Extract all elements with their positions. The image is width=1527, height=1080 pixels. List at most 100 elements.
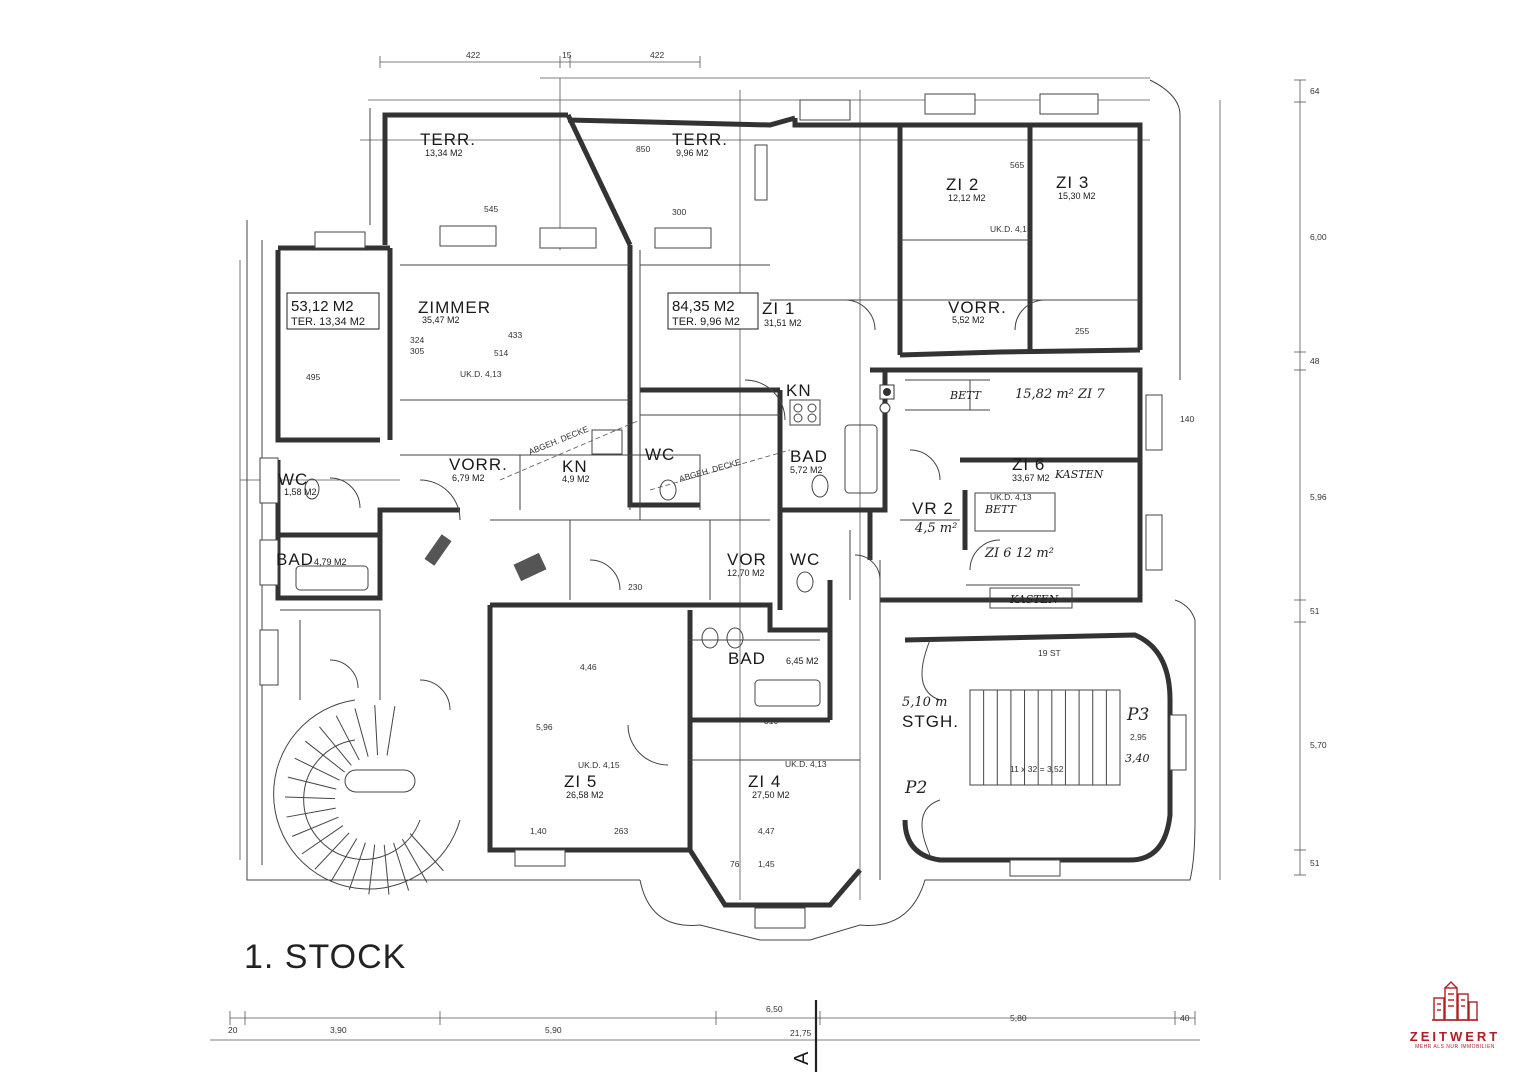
- dim-inner: 140: [1180, 414, 1194, 424]
- room-name: WC: [278, 470, 308, 489]
- room-area: 9,96 M2: [676, 148, 709, 158]
- dim-inner: 1,40: [530, 826, 547, 836]
- dim-inner: 4,47: [758, 826, 775, 836]
- room-area: 6,79 M2: [452, 473, 485, 483]
- ceiling-step-lines: [499, 419, 791, 491]
- company-logo: ZEITWERT MEHR ALS NUR IMMOBILIEN: [1405, 980, 1505, 1050]
- dim-inner: 545: [484, 204, 498, 214]
- dim-inner: 324: [410, 335, 424, 345]
- handwritten-bett: BETT: [984, 503, 1018, 516]
- handwritten-kasten: KASTEN: [1054, 468, 1104, 481]
- dim-inner: 565: [1010, 160, 1024, 170]
- room-name: ZI 1: [762, 299, 795, 318]
- room-name: ZI 6: [1012, 455, 1045, 474]
- unit-total-area: 84,35 M2: [672, 298, 735, 315]
- room-note: UK.D. 4,15: [578, 760, 620, 770]
- handwritten-zi6: ZI 6 12 m²: [984, 546, 1054, 561]
- spiral-staircase: [273, 699, 461, 895]
- dim-inner: 19 ST: [1038, 648, 1061, 658]
- room-area: 15,30 M2: [1058, 191, 1096, 201]
- handwritten-p3: P3: [1126, 705, 1149, 725]
- room-name: KN: [562, 457, 588, 476]
- dim-inner: 495: [306, 372, 320, 382]
- dim-inner: 76: [730, 859, 740, 869]
- dim-right: 51: [1310, 858, 1320, 868]
- room-area: 5,72 M2: [790, 465, 823, 475]
- dim-top: 422: [466, 50, 480, 60]
- dim-top: 422: [650, 50, 664, 60]
- room-name: ZI 5: [564, 772, 597, 791]
- room-area: 5,52 M2: [952, 315, 985, 325]
- room-name: ZI 4: [748, 772, 781, 791]
- room-name: ZIMMER: [418, 298, 491, 317]
- room-name: BAD: [728, 649, 766, 668]
- dim-top: 15: [562, 50, 572, 60]
- dim-right: 6,00: [1310, 232, 1327, 242]
- floor-title: 1. STOCK: [244, 938, 407, 976]
- dim-right: 5,96: [1310, 492, 1327, 502]
- dim-inner: 850: [636, 144, 650, 154]
- room-name: VORR.: [948, 298, 1007, 317]
- main-staircase: [921, 639, 1121, 856]
- unit-box-mid: 84,35 M2 TER. 9,96 M2: [667, 292, 759, 330]
- room-name: VOR: [727, 550, 767, 569]
- unit-terrace-area: TER. 9,96 M2: [672, 316, 740, 328]
- unit-box-left: 53,12 M2 TER. 13,34 M2: [286, 292, 380, 330]
- dim-bottom: 6,50: [766, 1004, 783, 1014]
- dim-inner: 4,46: [580, 662, 597, 672]
- fixtures: [295, 384, 895, 707]
- dim-right: 48: [1310, 356, 1320, 366]
- dim-inner: 263: [614, 826, 628, 836]
- room-note: UK.D. 4,13: [990, 492, 1032, 502]
- dim-inner: 255: [1075, 326, 1089, 336]
- outline-lines: [246, 79, 1196, 941]
- room-labels: TERR. 13,34 M2 TERR. 9,96 M2 ZIMMER 35,4…: [276, 130, 1096, 800]
- room-area: 4,79 M2: [314, 557, 347, 567]
- room-area: 12,12 M2: [948, 193, 986, 203]
- dimension-numbers: 422 15 422 20 3,90 5,90 6,50 5,80 40 21,…: [228, 50, 1327, 1038]
- logo-name: ZEITWERT: [1409, 1029, 1501, 1044]
- room-note: UK.D. 4,13: [460, 369, 502, 379]
- room-area: 1,58 M2: [284, 487, 317, 497]
- handwritten-bett: BETT: [949, 389, 983, 402]
- room-area: 31,51 M2: [764, 318, 802, 328]
- handwritten-stgh-area: 5,10 m: [902, 695, 947, 710]
- dim-bottom: 5,80: [1010, 1013, 1027, 1023]
- dim-inner: 5,96: [536, 722, 553, 732]
- room-name: VORR.: [449, 455, 508, 474]
- room-name: WC: [790, 550, 820, 569]
- building-logo-icon: [1432, 981, 1478, 1021]
- dim-right: 64: [1310, 86, 1320, 96]
- dim-total: 21,75: [790, 1028, 812, 1038]
- unit-total-area: 53,12 M2: [291, 298, 354, 315]
- room-area: 12,70 M2: [727, 568, 765, 578]
- ceiling-note: ABGEH. DECKE: [527, 424, 590, 457]
- room-area: 35,47 M2: [422, 315, 460, 325]
- section-marker: A: [791, 1051, 813, 1065]
- unit-terrace-area: TER. 13,34 M2: [291, 316, 365, 328]
- room-area: 4,9 M2: [562, 474, 590, 484]
- room-name: TERR.: [420, 130, 476, 149]
- dim-right: 5,70: [1310, 740, 1327, 750]
- doors: [329, 299, 1046, 766]
- room-name: TERR.: [672, 130, 728, 149]
- dim-bottom: 40: [1180, 1013, 1190, 1023]
- room-area: 13,34 M2: [425, 148, 463, 158]
- handwritten-p3-height: 3,40: [1125, 752, 1150, 765]
- room-name: STGH.: [902, 712, 959, 731]
- room-name: BAD: [276, 550, 314, 569]
- room-area: 27,50 M2: [752, 790, 790, 800]
- dim-inner: 300: [672, 207, 686, 217]
- room-note: UK.D. 4,15: [990, 224, 1032, 234]
- walls: [275, 112, 1173, 908]
- logo-tagline: MEHR ALS NUR IMMOBILIEN: [1415, 1044, 1495, 1050]
- dim-inner: 1,45: [758, 859, 775, 869]
- room-area: 26,58 M2: [566, 790, 604, 800]
- ceiling-note: ABGEH. DECKE: [678, 457, 742, 484]
- dim-bottom: 20: [228, 1025, 238, 1035]
- handwritten-kasten: KASTEN: [1009, 593, 1059, 606]
- room-area: 6,45 M2: [786, 656, 819, 666]
- dim-inner: 11 x 32 = 3,52: [1010, 764, 1064, 774]
- dim-inner: 2,95: [1130, 732, 1147, 742]
